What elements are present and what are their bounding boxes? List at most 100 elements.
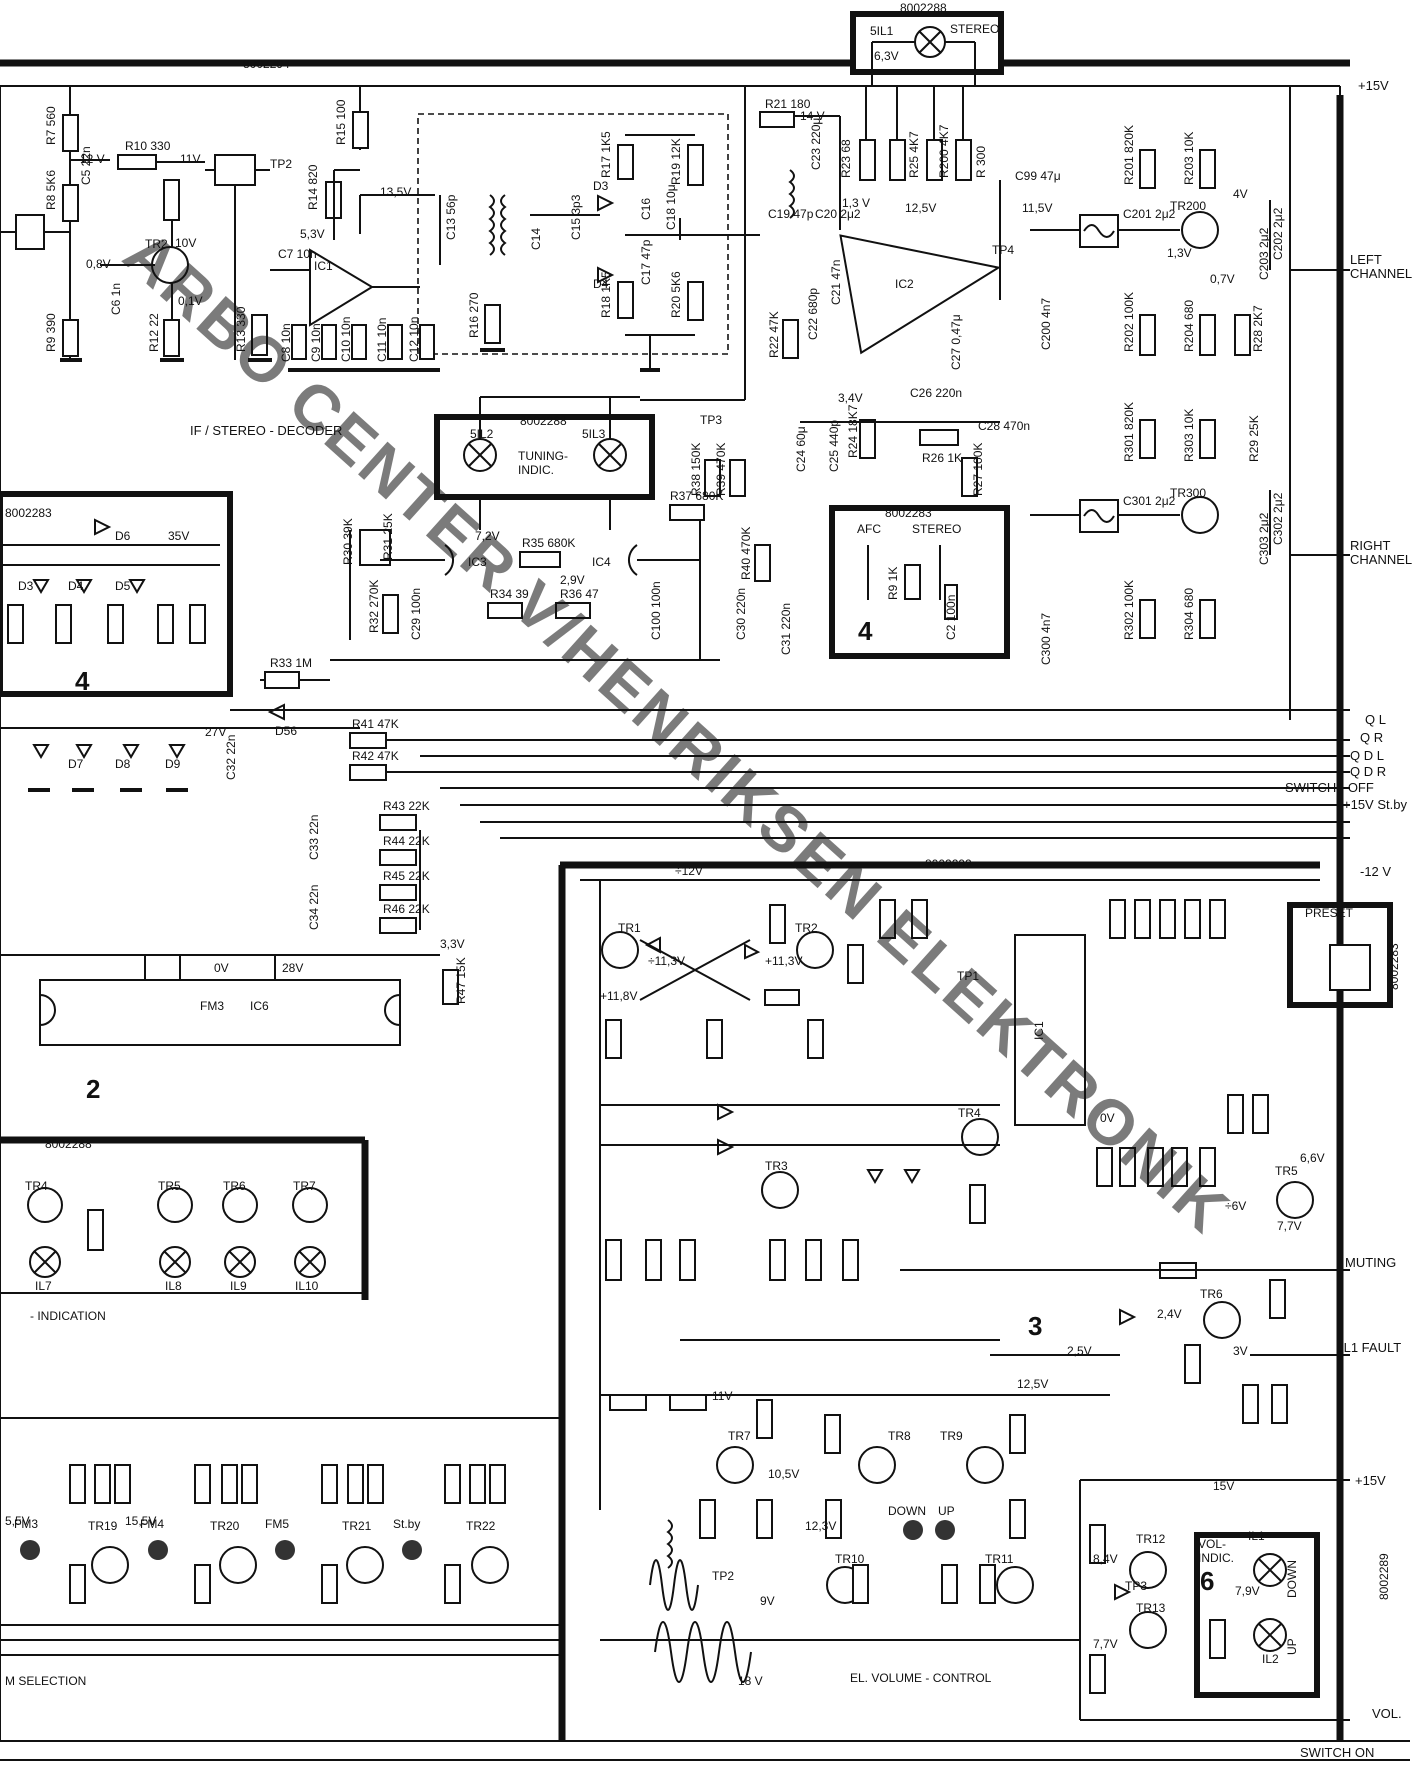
voltage-p118v: +11,8V bbox=[600, 989, 637, 1003]
voltage-m113v: ÷11,3V bbox=[648, 954, 685, 968]
tr12-label: TR12 bbox=[1136, 1532, 1166, 1546]
r21-label: R21 180 bbox=[765, 97, 811, 111]
tr11-label: TR11 bbox=[985, 1552, 1014, 1566]
c7-label: C7 10n bbox=[278, 247, 317, 261]
voltage-14v: 14 V bbox=[800, 109, 825, 123]
voltage-27v: 27V bbox=[205, 725, 226, 739]
c34-label: C34 22n bbox=[307, 885, 321, 930]
control-lines bbox=[230, 709, 1350, 1005]
c5-label: C5 22n bbox=[79, 146, 93, 185]
r9-label: R9 390 bbox=[44, 313, 58, 352]
c13-label: C13 56p bbox=[444, 194, 458, 240]
c30-label: C30 220n bbox=[734, 588, 748, 640]
voltage-13v-b: 1,3V bbox=[1167, 246, 1192, 260]
stereo-switch-label: STEREO bbox=[912, 522, 961, 536]
lamp-il7: IL7 bbox=[35, 1279, 52, 1293]
r42-label: R42 47K bbox=[352, 749, 399, 763]
voltage-10v: 10V bbox=[175, 236, 196, 250]
volume-control-label: EL. VOLUME - CONTROL bbox=[850, 1671, 992, 1685]
station-standby: St.by bbox=[393, 1517, 420, 1531]
r202-label: R202 100K bbox=[1122, 292, 1136, 352]
c27-label: C27 0,47μ bbox=[949, 314, 963, 370]
r40-label: R40 470K bbox=[739, 527, 753, 580]
c15-label: C15 3p3 bbox=[569, 194, 583, 240]
r204-label: R204 680 bbox=[1182, 300, 1196, 352]
r31-label: R31 25K bbox=[381, 513, 395, 560]
r30-label: R30 39K bbox=[341, 518, 355, 565]
c26-label: C26 220n bbox=[910, 386, 962, 400]
ic6-label: IC6 bbox=[250, 999, 269, 1013]
c29-label: C29 100n bbox=[409, 588, 423, 640]
vol-indic-label: VOL-INDIC. bbox=[1198, 1537, 1234, 1565]
tr300-label: TR300 bbox=[1170, 486, 1206, 500]
qr-label: Q R bbox=[1360, 730, 1383, 745]
d9-bank-label: D9 bbox=[165, 757, 181, 771]
lamp-5il2: 5IL2 bbox=[470, 427, 494, 441]
voltage-24v: 2,4V bbox=[1157, 1307, 1182, 1321]
voltage-m6v: ÷6V bbox=[1225, 1199, 1246, 1213]
button-up-label: UP bbox=[938, 1504, 955, 1518]
board-label-8002288-lamps: 8002288 bbox=[45, 1137, 92, 1151]
board-label-8002283-preset: 8002283 bbox=[1387, 943, 1401, 990]
voltage-25v: 2,5V bbox=[1067, 1344, 1092, 1358]
tr5-label: TR5 bbox=[1275, 1164, 1298, 1178]
c303-label: C303 2μ2 bbox=[1257, 512, 1271, 565]
c99-label: C99 47μ bbox=[1015, 169, 1061, 183]
tr2-label: TR2 bbox=[795, 921, 818, 935]
voltage-35v: 35V bbox=[168, 529, 189, 543]
r20-label: R20 5K6 bbox=[669, 271, 683, 318]
r24-label: R24 18K7 bbox=[846, 404, 860, 458]
tr7-lamp-label: TR7 bbox=[293, 1179, 316, 1193]
voltage-11v: 11V bbox=[180, 152, 200, 166]
switch-off-label: SWITCH - OFF bbox=[1285, 780, 1374, 795]
voltage-p113v: +11,3V bbox=[765, 954, 802, 968]
power-rails bbox=[0, 59, 1410, 1761]
board-label-8002288-top: 8002288 bbox=[900, 1, 947, 15]
il1-fault-label: IL1 FAULT bbox=[1340, 1340, 1401, 1355]
d4-label: D4 bbox=[593, 277, 609, 291]
tr200-label: TR200 bbox=[1170, 199, 1206, 213]
button-down-label: DOWN bbox=[888, 1504, 926, 1518]
board-label-8002288-mid: 8002288 bbox=[520, 414, 567, 428]
station-fm4: FM4 bbox=[140, 1517, 164, 1531]
preset-label: PRESET bbox=[1305, 906, 1354, 920]
r203-label: R203 10K bbox=[1182, 132, 1196, 185]
c17-label: C17 47p bbox=[639, 239, 653, 285]
tuning-indic-label: TUNING-INDIC. bbox=[518, 449, 568, 477]
voltage-105v: 10,5V bbox=[768, 1467, 799, 1481]
r25-label: R25 4K7 bbox=[907, 131, 921, 178]
voltage-115v: 11,5V bbox=[1022, 201, 1052, 215]
stereo-decoder bbox=[640, 86, 1002, 497]
preset-box bbox=[1287, 902, 1393, 1008]
tr2-if-label: TR2 bbox=[145, 237, 168, 251]
station-memory-bank bbox=[0, 491, 387, 792]
r35-label: R35 680K bbox=[522, 536, 575, 550]
ql-label: Q L bbox=[1365, 712, 1386, 727]
r17-label: R17 1K5 bbox=[599, 131, 613, 178]
tp2-label: TP2 bbox=[270, 157, 292, 171]
voltage-33v: 3,3V bbox=[440, 937, 465, 951]
tp1-label: TP1 bbox=[957, 969, 979, 983]
r302-label: R302 100K bbox=[1122, 580, 1136, 640]
c301-label: C301 2μ2 bbox=[1123, 494, 1176, 508]
stereo-lamp-box bbox=[850, 11, 1004, 86]
lamp-il8: IL8 bbox=[165, 1279, 182, 1293]
ic1-label: IC1 bbox=[314, 259, 333, 273]
c202-label: C202 2μ2 bbox=[1271, 207, 1285, 260]
voltage-0v-ic1: 0V bbox=[1100, 1111, 1115, 1125]
tr7-label: TR7 bbox=[728, 1429, 751, 1443]
r301-label: R301 820K bbox=[1122, 402, 1136, 462]
stereo-lamp-volt: 6,3V bbox=[874, 49, 899, 63]
qdl-label: Q D L bbox=[1350, 748, 1384, 763]
r46-label: R46 22K bbox=[383, 902, 430, 916]
c24-label: C24 60μ bbox=[794, 426, 808, 472]
voltage-13v: 1,3 V bbox=[842, 196, 870, 210]
r36-label: R36 47 bbox=[560, 587, 599, 601]
r16-label: R16 270 bbox=[467, 292, 481, 338]
r303-label: R303 10K bbox=[1182, 409, 1196, 462]
r200-label: R200 4K7 bbox=[937, 124, 951, 178]
voltage-125v: 12,5V bbox=[905, 201, 936, 215]
r38-label: R38 150K bbox=[689, 443, 703, 496]
